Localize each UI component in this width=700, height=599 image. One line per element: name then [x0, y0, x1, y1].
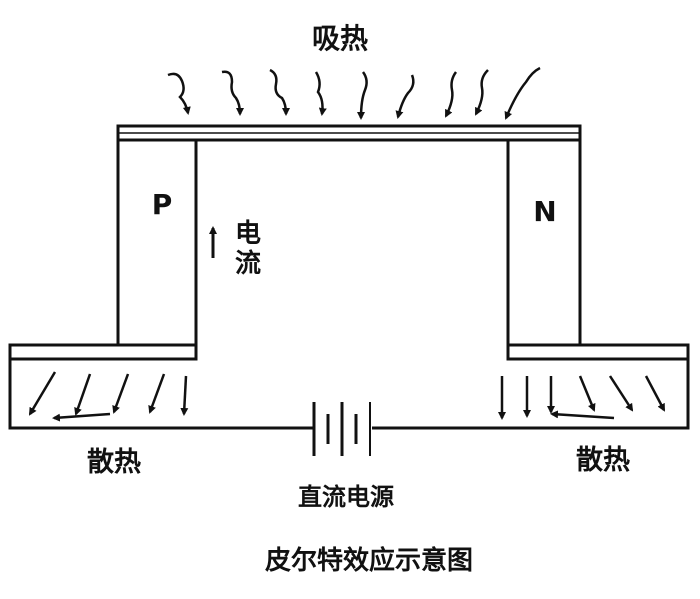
- dissipate-left-label: 散热: [87, 447, 141, 478]
- left-bottom-plate: [8, 343, 314, 430]
- n-leg: [506, 138, 582, 347]
- diagram-caption: 皮尔特效应示意图: [265, 545, 473, 576]
- wavy-arrow-icon: [395, 74, 415, 119]
- dc-source-label: 直流电源: [298, 483, 394, 511]
- wavy-arrow-icon: [357, 71, 368, 120]
- current-label-1: 电: [235, 219, 261, 249]
- dissipate-right-label: 散热: [576, 445, 630, 476]
- wavy-arrow-icon: [221, 70, 244, 116]
- battery-icon: [312, 402, 371, 456]
- wavy-arrow-icon: [474, 69, 489, 116]
- wavy-arrow-icon: [167, 72, 191, 115]
- wavy-arrow-icon: [504, 66, 541, 120]
- n-type-label: N: [533, 195, 556, 228]
- heat-in-arrows: [167, 66, 541, 120]
- heat-out-arrows-left: [28, 371, 189, 422]
- heat-out-arrows-right: [498, 375, 666, 420]
- absorb-heat-label: 吸热: [312, 22, 368, 55]
- wavy-arrow-icon: [269, 68, 290, 116]
- p-type-label: P: [152, 188, 173, 221]
- right-bottom-plate: [372, 343, 690, 430]
- wavy-arrow-icon: [314, 71, 327, 116]
- current-label-2: 流: [235, 249, 261, 279]
- p-leg: [116, 138, 198, 347]
- wavy-arrow-icon: [444, 71, 458, 118]
- top-plate: [116, 124, 582, 142]
